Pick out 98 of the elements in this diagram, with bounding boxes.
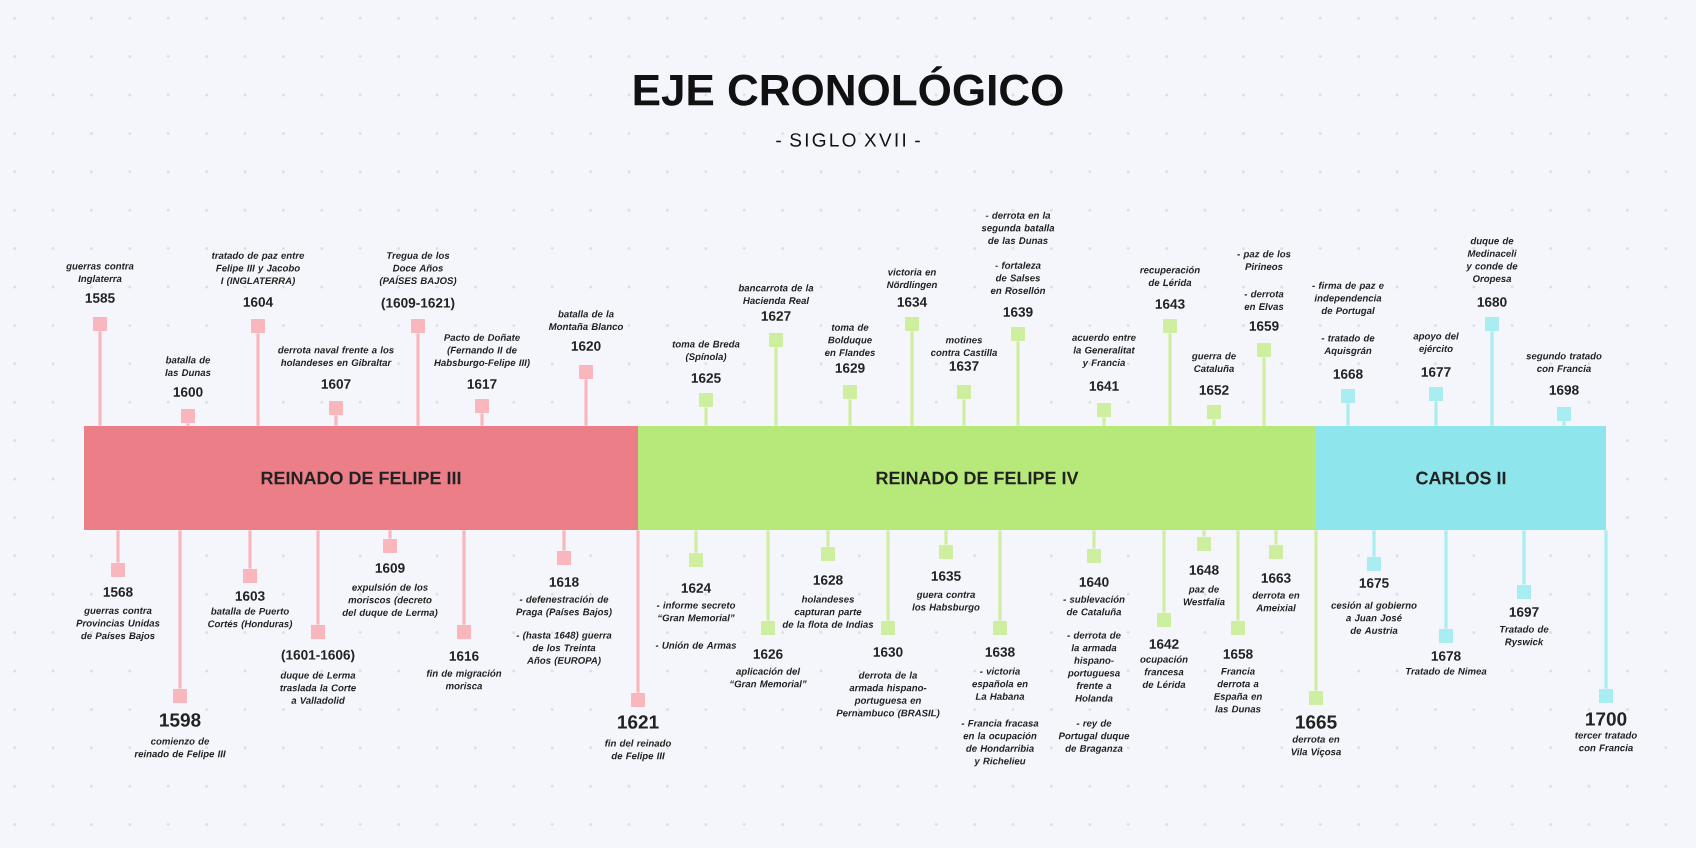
stem-line xyxy=(178,530,182,689)
stem-line xyxy=(1314,530,1318,691)
square-marker xyxy=(761,621,775,635)
square-marker xyxy=(821,547,835,561)
stem-line xyxy=(1522,530,1526,585)
stem-line xyxy=(256,333,260,426)
stem-line xyxy=(116,530,120,563)
title: EJE CRONOLÓGICO xyxy=(634,66,1063,106)
stem-line xyxy=(562,530,566,551)
stem-line xyxy=(774,347,778,426)
square-marker xyxy=(1309,691,1323,705)
square-marker xyxy=(843,385,857,399)
square-marker xyxy=(1011,327,1025,341)
square-marker xyxy=(457,625,471,639)
square-marker xyxy=(173,689,187,703)
stem-line xyxy=(944,530,948,545)
square-marker xyxy=(699,393,713,407)
stem-line xyxy=(1490,331,1494,426)
stem-line xyxy=(186,423,190,426)
stem-line xyxy=(962,399,966,426)
stem-line xyxy=(1016,341,1020,426)
stem-line xyxy=(1092,530,1096,549)
stem-line xyxy=(704,407,708,426)
stem-line xyxy=(316,530,320,625)
year-label: 1700 xyxy=(1586,712,1627,726)
stem-line xyxy=(1274,530,1278,545)
square-marker xyxy=(1557,407,1571,421)
subtitle: - SIGLO XVII - xyxy=(776,133,920,147)
square-marker xyxy=(1207,405,1221,419)
square-marker xyxy=(383,539,397,553)
stem-line xyxy=(416,333,420,426)
stem-line xyxy=(98,331,102,426)
square-marker xyxy=(939,545,953,559)
square-marker xyxy=(1439,629,1453,643)
stem-line xyxy=(1202,530,1206,537)
stem-line xyxy=(584,379,588,426)
square-marker xyxy=(1429,387,1443,401)
stem-line xyxy=(1434,401,1438,426)
square-marker xyxy=(905,317,919,331)
stem-line xyxy=(1162,530,1166,613)
stem-line xyxy=(1444,530,1448,629)
stem-line xyxy=(1236,530,1240,621)
square-marker xyxy=(1367,557,1381,571)
stem-line xyxy=(1262,357,1266,426)
square-marker xyxy=(881,621,895,635)
reign-band: REINADO DE FELIPE IV xyxy=(638,426,1316,530)
stem-line xyxy=(248,530,252,569)
square-marker xyxy=(1341,389,1355,403)
square-marker xyxy=(1269,545,1283,559)
stem-line xyxy=(1372,530,1376,557)
stem-line xyxy=(388,530,392,539)
year-label: 1598 xyxy=(160,713,201,727)
square-marker xyxy=(251,319,265,333)
square-marker xyxy=(631,693,645,707)
square-marker xyxy=(1517,585,1531,599)
square-marker xyxy=(1197,537,1211,551)
square-marker xyxy=(1087,549,1101,563)
stem-line xyxy=(334,415,338,426)
stem-line xyxy=(1102,417,1106,426)
square-marker xyxy=(111,563,125,577)
stem-line xyxy=(910,331,914,426)
stem-line xyxy=(848,399,852,426)
stem-line xyxy=(462,530,466,625)
square-marker xyxy=(243,569,257,583)
stem-line xyxy=(826,530,830,547)
stem-line xyxy=(636,530,640,693)
square-marker xyxy=(93,317,107,331)
square-marker xyxy=(311,625,325,639)
stem-line xyxy=(998,530,1002,621)
square-marker xyxy=(1157,613,1171,627)
stem-line xyxy=(1168,333,1172,426)
square-marker xyxy=(411,319,425,333)
square-marker xyxy=(329,401,343,415)
stem-line xyxy=(1562,421,1566,426)
square-marker xyxy=(1257,343,1271,357)
stem-line xyxy=(480,413,484,426)
year-label: 1621 xyxy=(618,715,659,729)
square-marker xyxy=(993,621,1007,635)
stem-line xyxy=(694,530,698,553)
reign-band: CARLOS II xyxy=(1316,426,1606,530)
stem-line xyxy=(1346,403,1350,426)
year-label: 1665 xyxy=(1296,715,1337,729)
square-marker xyxy=(1485,317,1499,331)
stem-line xyxy=(766,530,770,621)
square-marker xyxy=(1097,403,1111,417)
square-marker xyxy=(769,333,783,347)
stem-line xyxy=(1604,530,1608,689)
stem-line xyxy=(886,530,890,621)
square-marker xyxy=(957,385,971,399)
square-marker xyxy=(579,365,593,379)
square-marker xyxy=(181,409,195,423)
reign-band: REINADO DE FELIPE III xyxy=(84,426,638,530)
square-marker xyxy=(1163,319,1177,333)
square-marker xyxy=(1599,689,1613,703)
stem-line xyxy=(1212,419,1216,426)
square-marker xyxy=(689,553,703,567)
square-marker xyxy=(557,551,571,565)
square-marker xyxy=(1231,621,1245,635)
